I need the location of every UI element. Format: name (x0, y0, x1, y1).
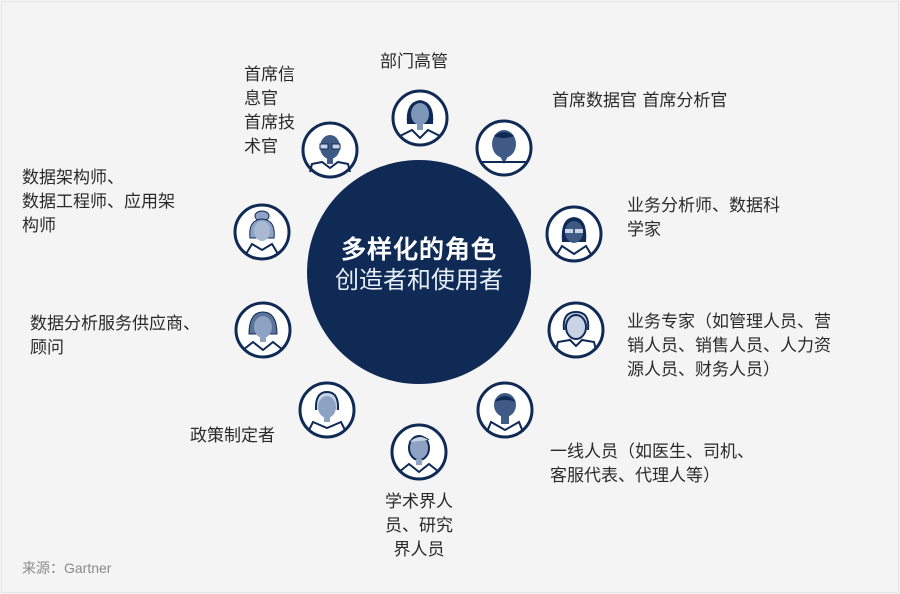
woman-long-hair-icon (390, 88, 450, 148)
man-curly-hair-icon (546, 300, 606, 360)
person-heart-hair-icon (474, 118, 534, 178)
label-cdo-cao: 首席数据官 首席分析官 (552, 91, 728, 111)
label-ba-ds: 业务分析师、数据科 学家 (627, 196, 780, 240)
label-frontline: 一线人员（如医生、司机、 客服代表、代理人等） (550, 442, 754, 486)
woman-bun-icon (232, 202, 292, 262)
label-policy: 政策制定者 (190, 426, 275, 446)
woman-short-hair-icon (297, 380, 357, 440)
label-biz-expert: 业务专家（如管理人员、营 销人员、销售人员、人力资 源人员、财务人员） (627, 312, 831, 380)
label-dept-exec: 部门高管 (380, 52, 448, 72)
label-cio-cto: 首席信 息官 首席技 术官 (244, 65, 295, 157)
label-academic: 学术界人 员、研究 界人员 (385, 492, 453, 560)
woman-glasses-icon (544, 204, 604, 264)
label-consultant: 数据分析服务供应商、 顾问 (30, 314, 200, 358)
man-dark-hair-icon (475, 380, 535, 440)
man-side-part-icon (389, 422, 449, 482)
source-caption: 来源：Gartner (22, 560, 112, 576)
label-architect: 数据架构师、 数据工程师、应用架 构师 (22, 168, 175, 236)
central-hub-circle: 多样化的角色 创造者和使用者 (307, 160, 531, 384)
woman-bob-icon (233, 300, 293, 360)
hub-title: 多样化的角色 (340, 235, 497, 264)
hub-subtitle: 创造者和使用者 (335, 266, 503, 294)
man-glasses-icon (300, 120, 360, 180)
